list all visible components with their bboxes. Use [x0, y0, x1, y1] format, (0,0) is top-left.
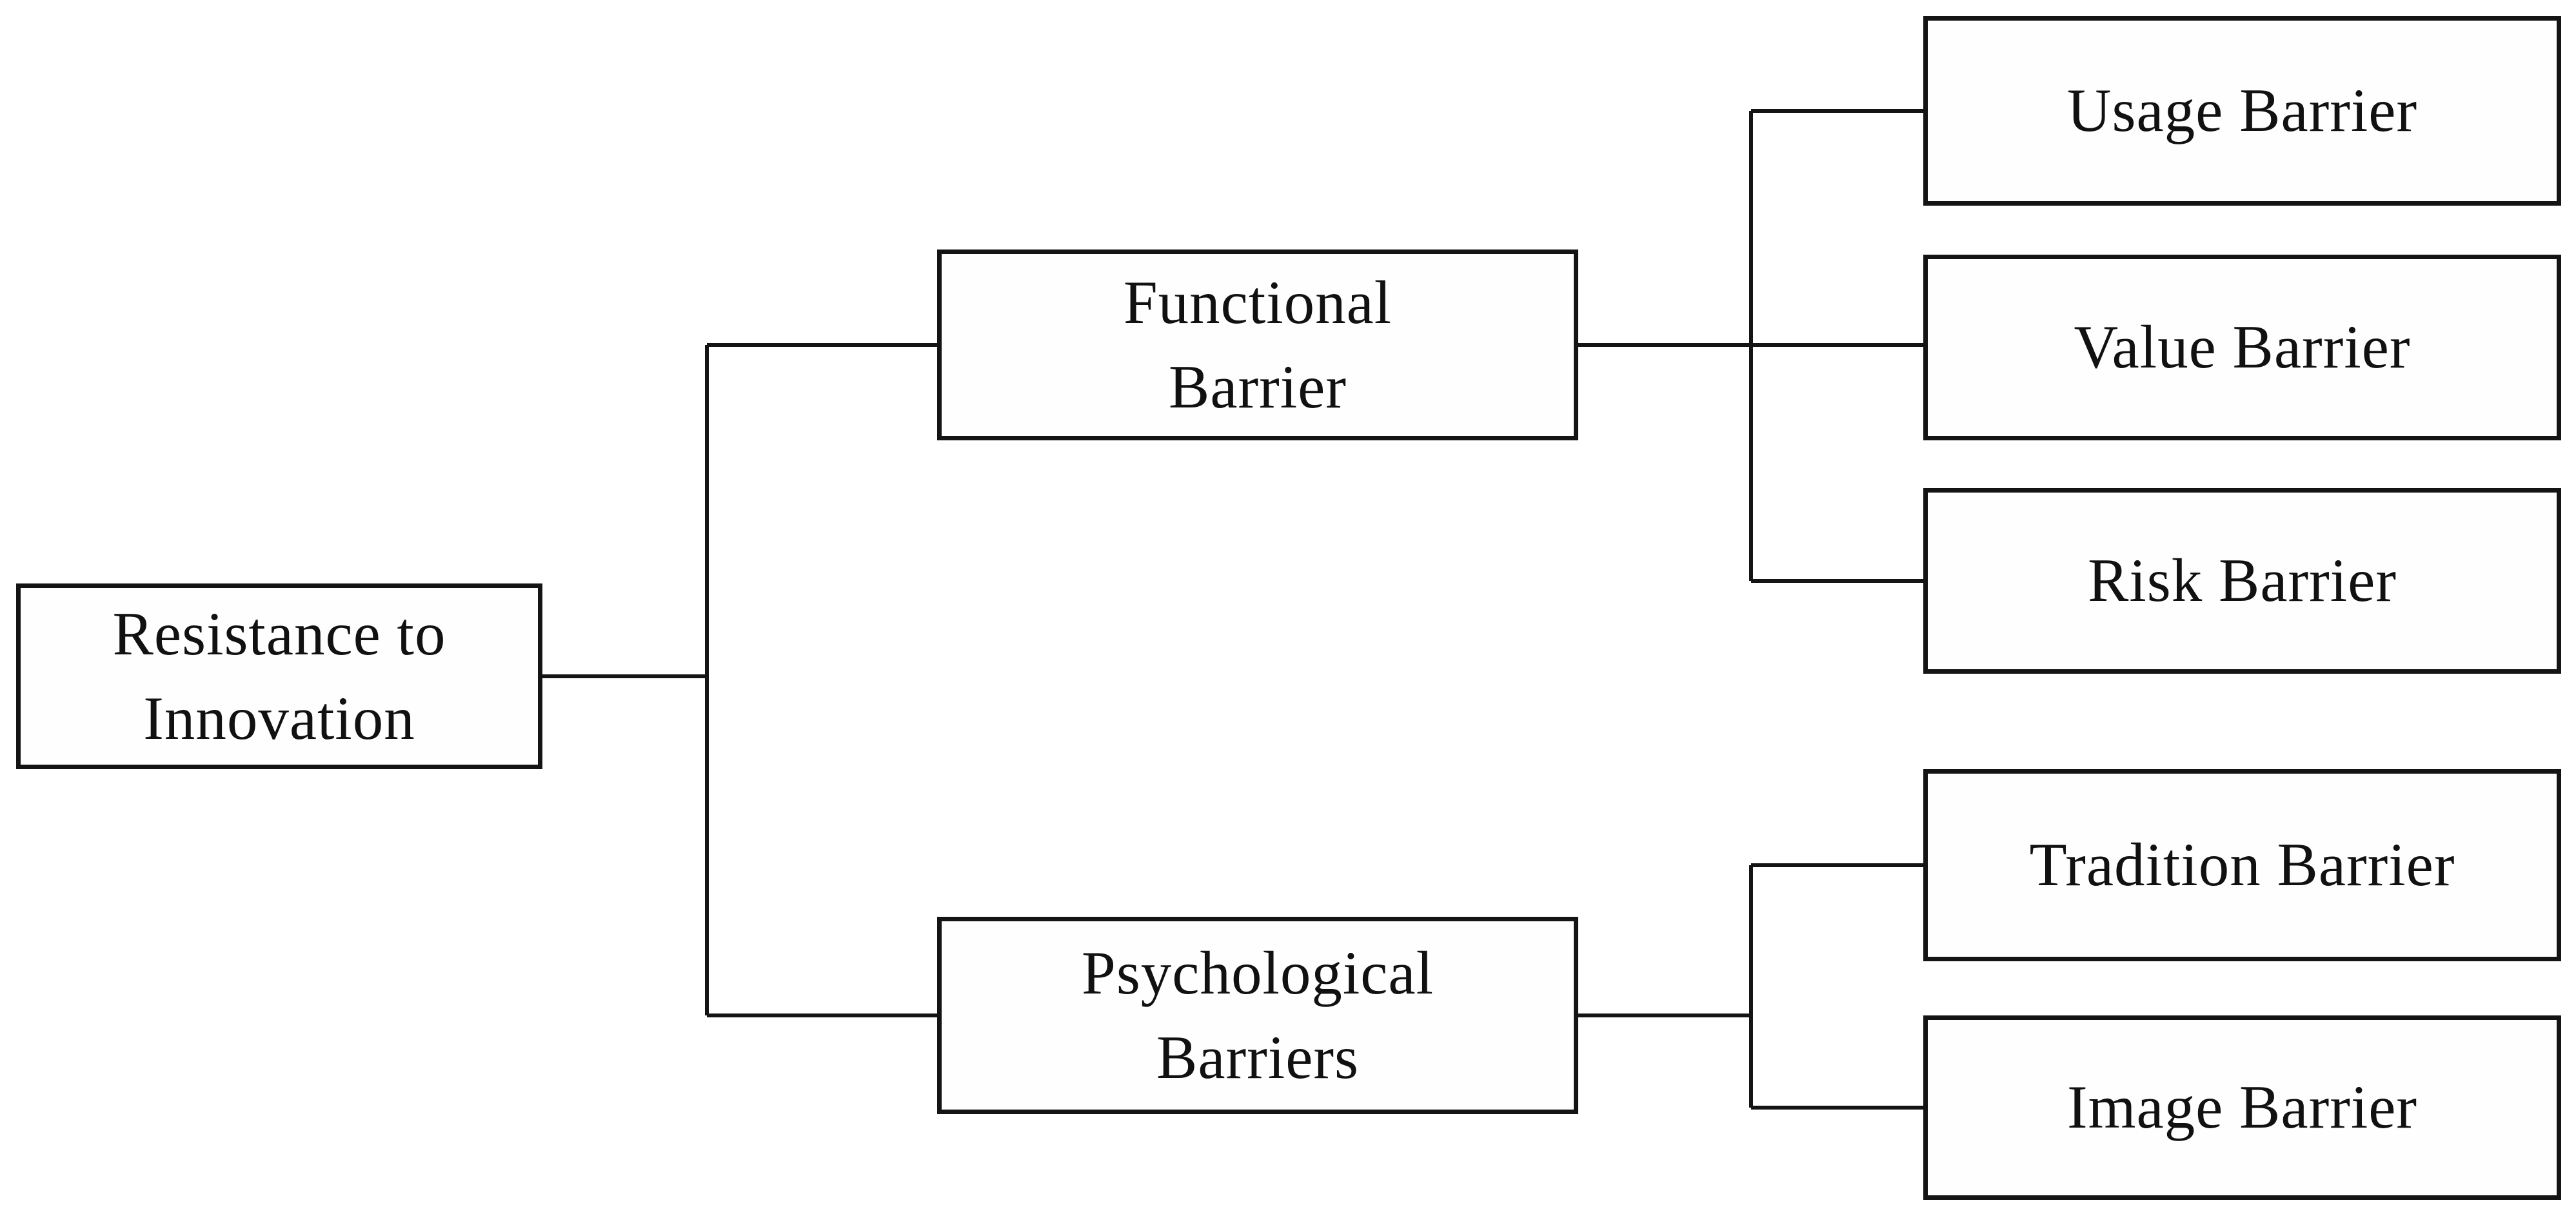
node-tradition-barrier: Tradition Barrier	[1923, 769, 2561, 961]
node-label-psychological-barriers: Psychological Barriers	[1082, 938, 1434, 1092]
node-risk-barrier: Risk Barrier	[1923, 488, 2561, 674]
node-label-risk-barrier: Risk Barrier	[2088, 546, 2397, 615]
node-label-tradition-barrier: Tradition Barrier	[2029, 830, 2455, 899]
node-psychological-barriers: Psychological Barriers	[937, 917, 1578, 1114]
node-label-value-barrier: Value Barrier	[2074, 313, 2411, 382]
node-value-barrier: Value Barrier	[1923, 255, 2561, 440]
node-label-usage-barrier: Usage Barrier	[2066, 76, 2418, 145]
node-functional-barrier: Functional Barrier	[937, 250, 1578, 440]
node-usage-barrier: Usage Barrier	[1923, 16, 2561, 206]
node-label-resistance-to-innovation: Resistance to Innovation	[112, 599, 446, 752]
node-label-image-barrier: Image Barrier	[2066, 1073, 2418, 1142]
node-label-functional-barrier: Functional Barrier	[1123, 268, 1392, 421]
node-image-barrier: Image Barrier	[1923, 1015, 2561, 1200]
node-resistance-to-innovation: Resistance to Innovation	[16, 583, 542, 769]
